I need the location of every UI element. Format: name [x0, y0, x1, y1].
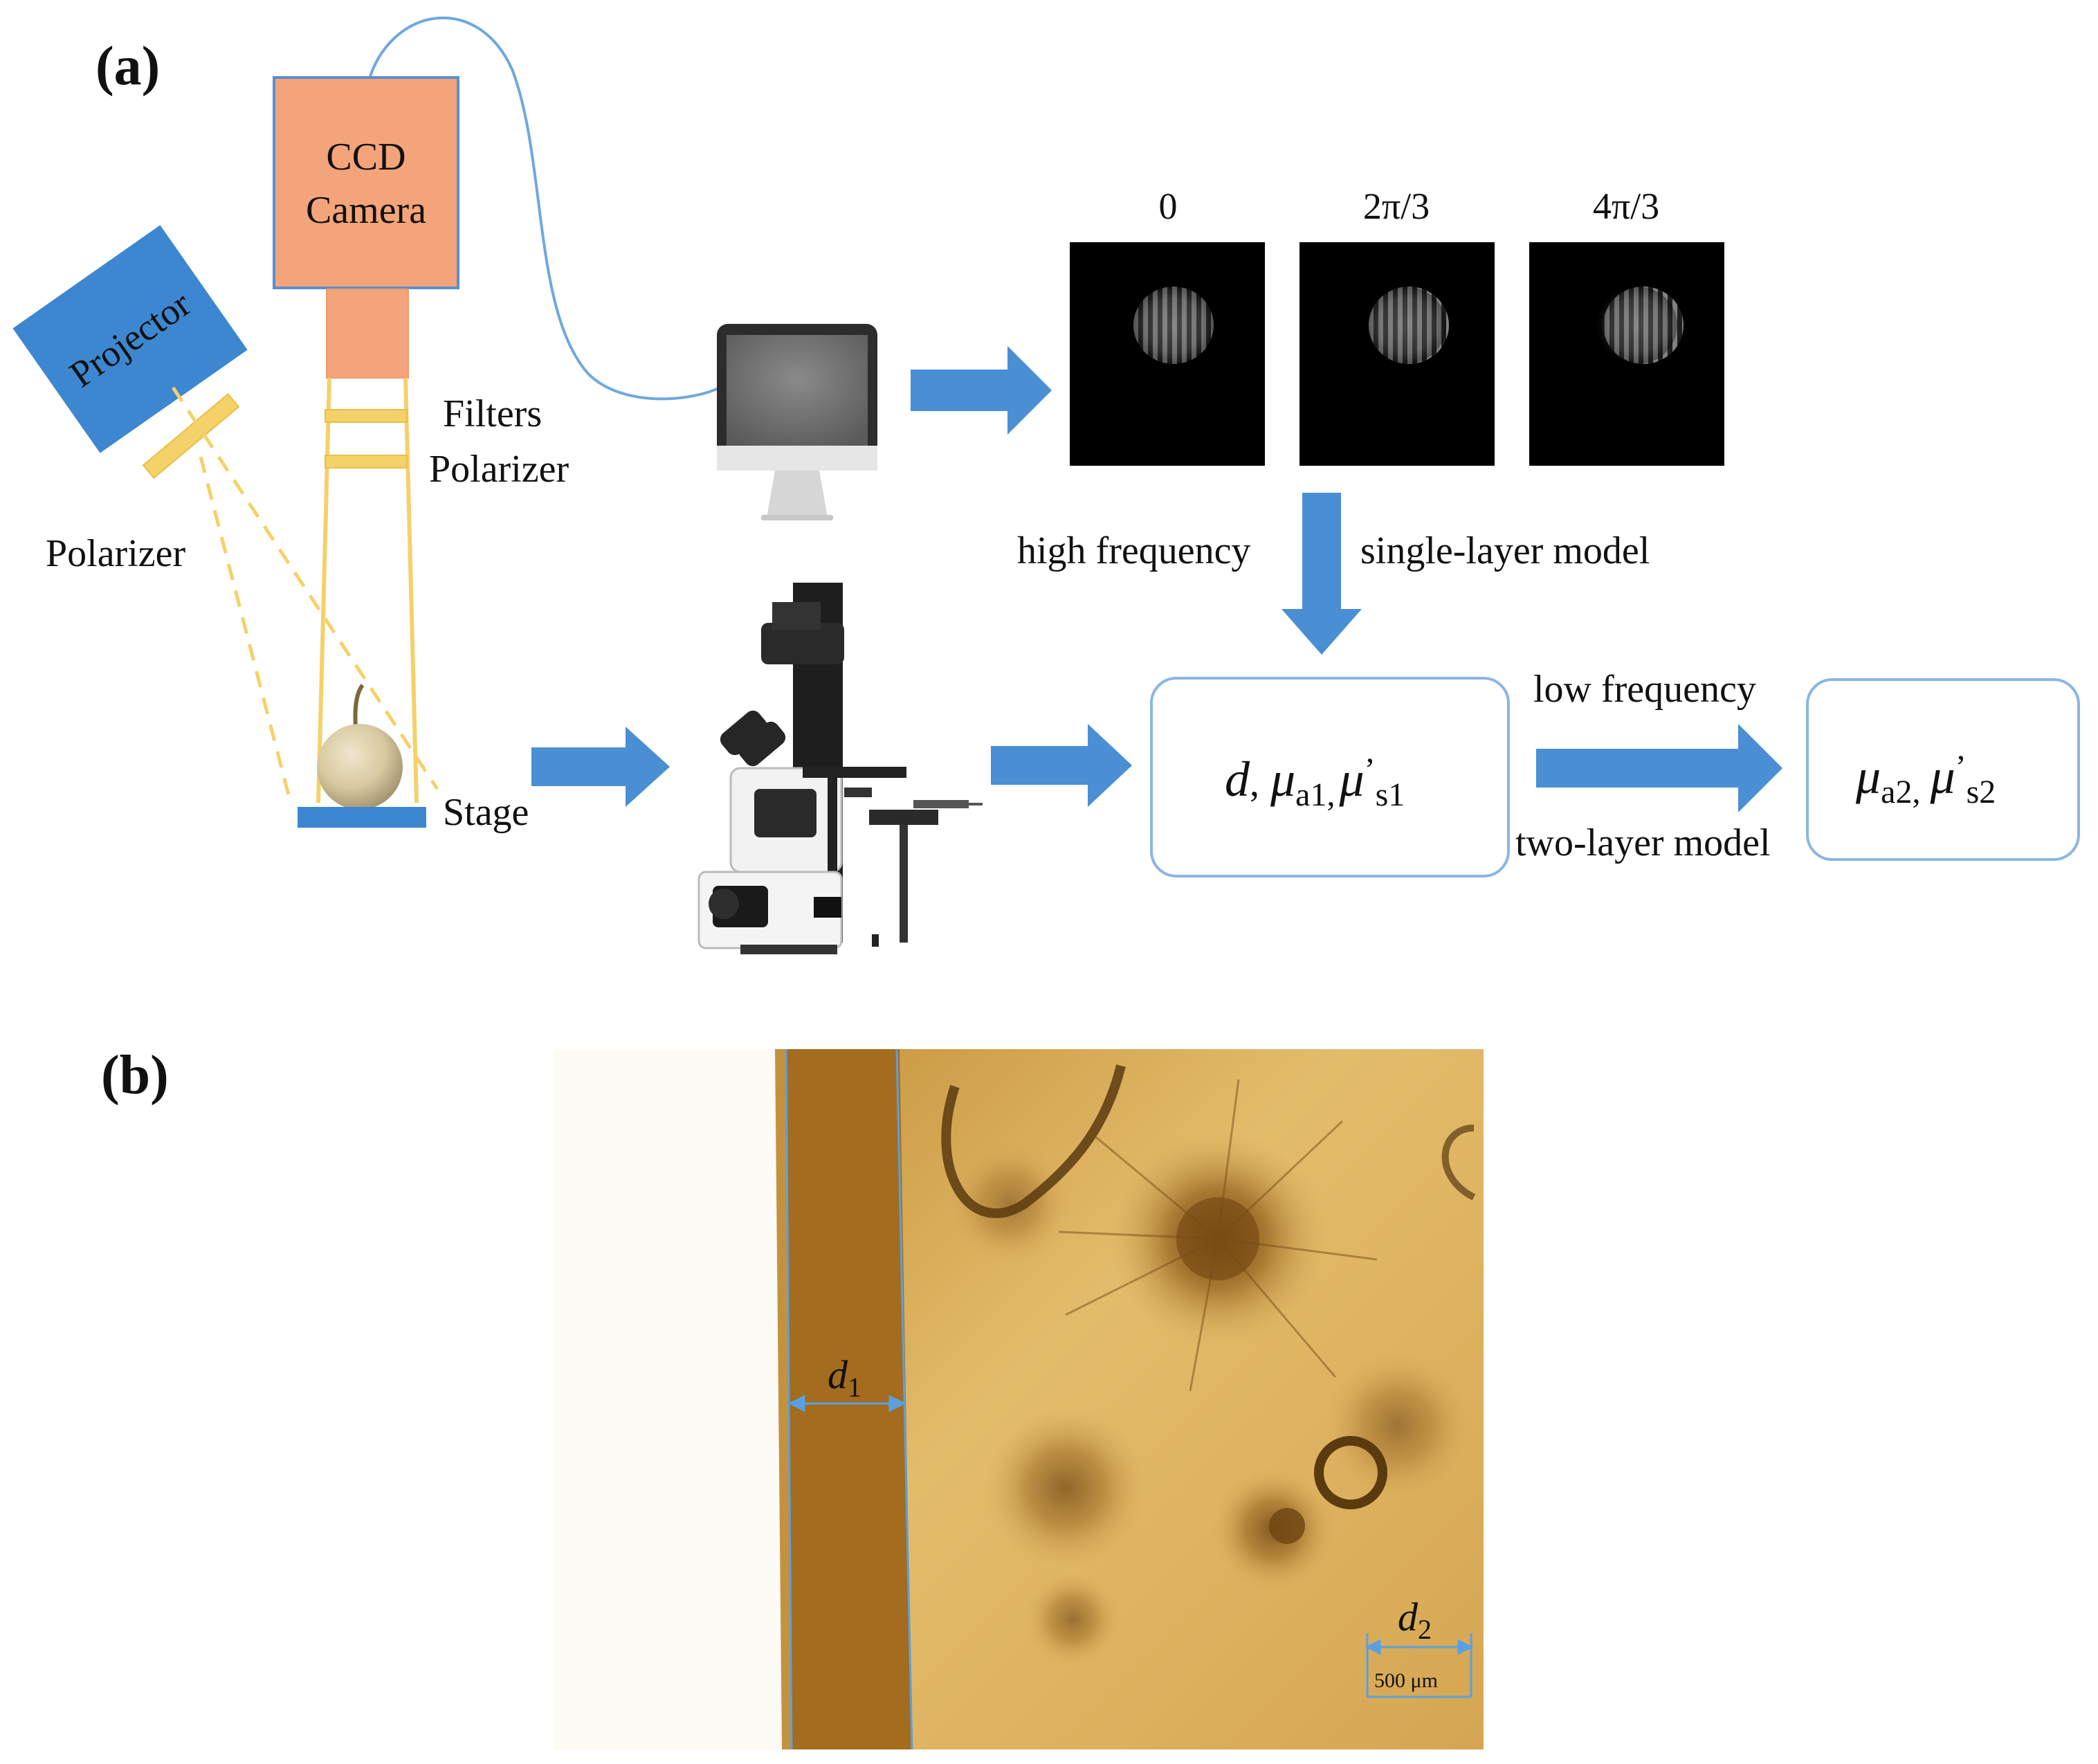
- arrow-monitor-to-images: [911, 346, 1052, 435]
- fringe-image-phase-0: [1070, 242, 1265, 466]
- panel-label-b: (b): [101, 1045, 169, 1106]
- box2-mu-s: μ: [1929, 749, 1955, 804]
- low-frequency-label: low frequency: [1533, 668, 1756, 711]
- box2-s2: s2: [1967, 774, 1996, 810]
- micrograph: [554, 1049, 1484, 1749]
- d1-label: d1: [828, 1352, 861, 1403]
- arrow-stage-to-microscope: [531, 727, 670, 807]
- box1-mu-s: μ: [1338, 752, 1364, 807]
- box1-d: d: [1225, 752, 1250, 807]
- filter-plate: [325, 409, 408, 423]
- stage-label: Stage: [443, 791, 529, 834]
- box2-prime: ’: [1955, 749, 1967, 785]
- camera-polarizer-plate: [325, 455, 408, 469]
- d1-arrow: [787, 1394, 906, 1412]
- parameters-box-2: [1806, 678, 2080, 861]
- projector-polarizer-label: Polarizer: [46, 532, 185, 575]
- high-frequency-label: high frequency: [1017, 529, 1250, 572]
- box1-comma: ,: [1250, 762, 1259, 805]
- box1-s1: s1: [1376, 776, 1405, 813]
- panel-label-a: (a): [95, 36, 160, 97]
- box1-a1: a1,: [1295, 776, 1335, 813]
- d2-arrow: [1365, 1633, 1474, 1698]
- projector-polarizer-plate: [142, 392, 240, 480]
- box2-a2: a2,: [1881, 774, 1920, 810]
- ccd-camera-body: [273, 76, 459, 289]
- computer-monitor: [717, 324, 877, 520]
- arrow-box1-to-box2: [1536, 724, 1782, 812]
- box2-formula: μa2,μ’s2: [1855, 749, 1996, 810]
- d1-boundary-right: [895, 1048, 913, 1750]
- arrow-microscope-to-box: [991, 724, 1132, 807]
- arrow-images-to-box: [1281, 493, 1362, 655]
- scale-bar-label: 500 μm: [1374, 1669, 1438, 1692]
- microscope: [697, 583, 983, 954]
- fringe-image-phase-2pi3: [1299, 242, 1495, 466]
- two-layer-model-label: two-layer model: [1515, 821, 1771, 864]
- phase-label-0: 0: [1159, 185, 1178, 227]
- phase-label-1: 2π/3: [1363, 185, 1430, 227]
- phase-label-2: 4π/3: [1593, 185, 1659, 227]
- camera-cable: [369, 16, 720, 401]
- box1-formula: d,μa1,μ’s1: [1225, 752, 1405, 813]
- pear-sample: [317, 684, 403, 810]
- camera-light-left: [316, 377, 331, 803]
- camera-label-line1: CCD: [326, 136, 405, 179]
- d1-boundary-left: [785, 1048, 793, 1750]
- stage: [298, 807, 426, 828]
- camera-light-right: [403, 377, 419, 803]
- camera-polarizer-label: Polarizer: [429, 448, 569, 491]
- projection-line-2: [171, 386, 439, 790]
- box1-mu-a: μ: [1270, 752, 1295, 807]
- camera-lens: [326, 289, 409, 379]
- filters-label: Filters: [443, 392, 542, 435]
- camera-label-line2: Camera: [306, 189, 426, 232]
- projector: Projector: [12, 225, 248, 453]
- single-layer-model-label: single-layer model: [1360, 529, 1650, 572]
- fringe-image-phase-4pi3: [1529, 242, 1724, 466]
- projection-line-1: [199, 456, 293, 803]
- box2-mu-a: μ: [1855, 749, 1881, 804]
- parameters-box-1: [1150, 677, 1510, 878]
- d2-label: d2: [1398, 1594, 1432, 1645]
- box1-prime: ’: [1365, 752, 1376, 788]
